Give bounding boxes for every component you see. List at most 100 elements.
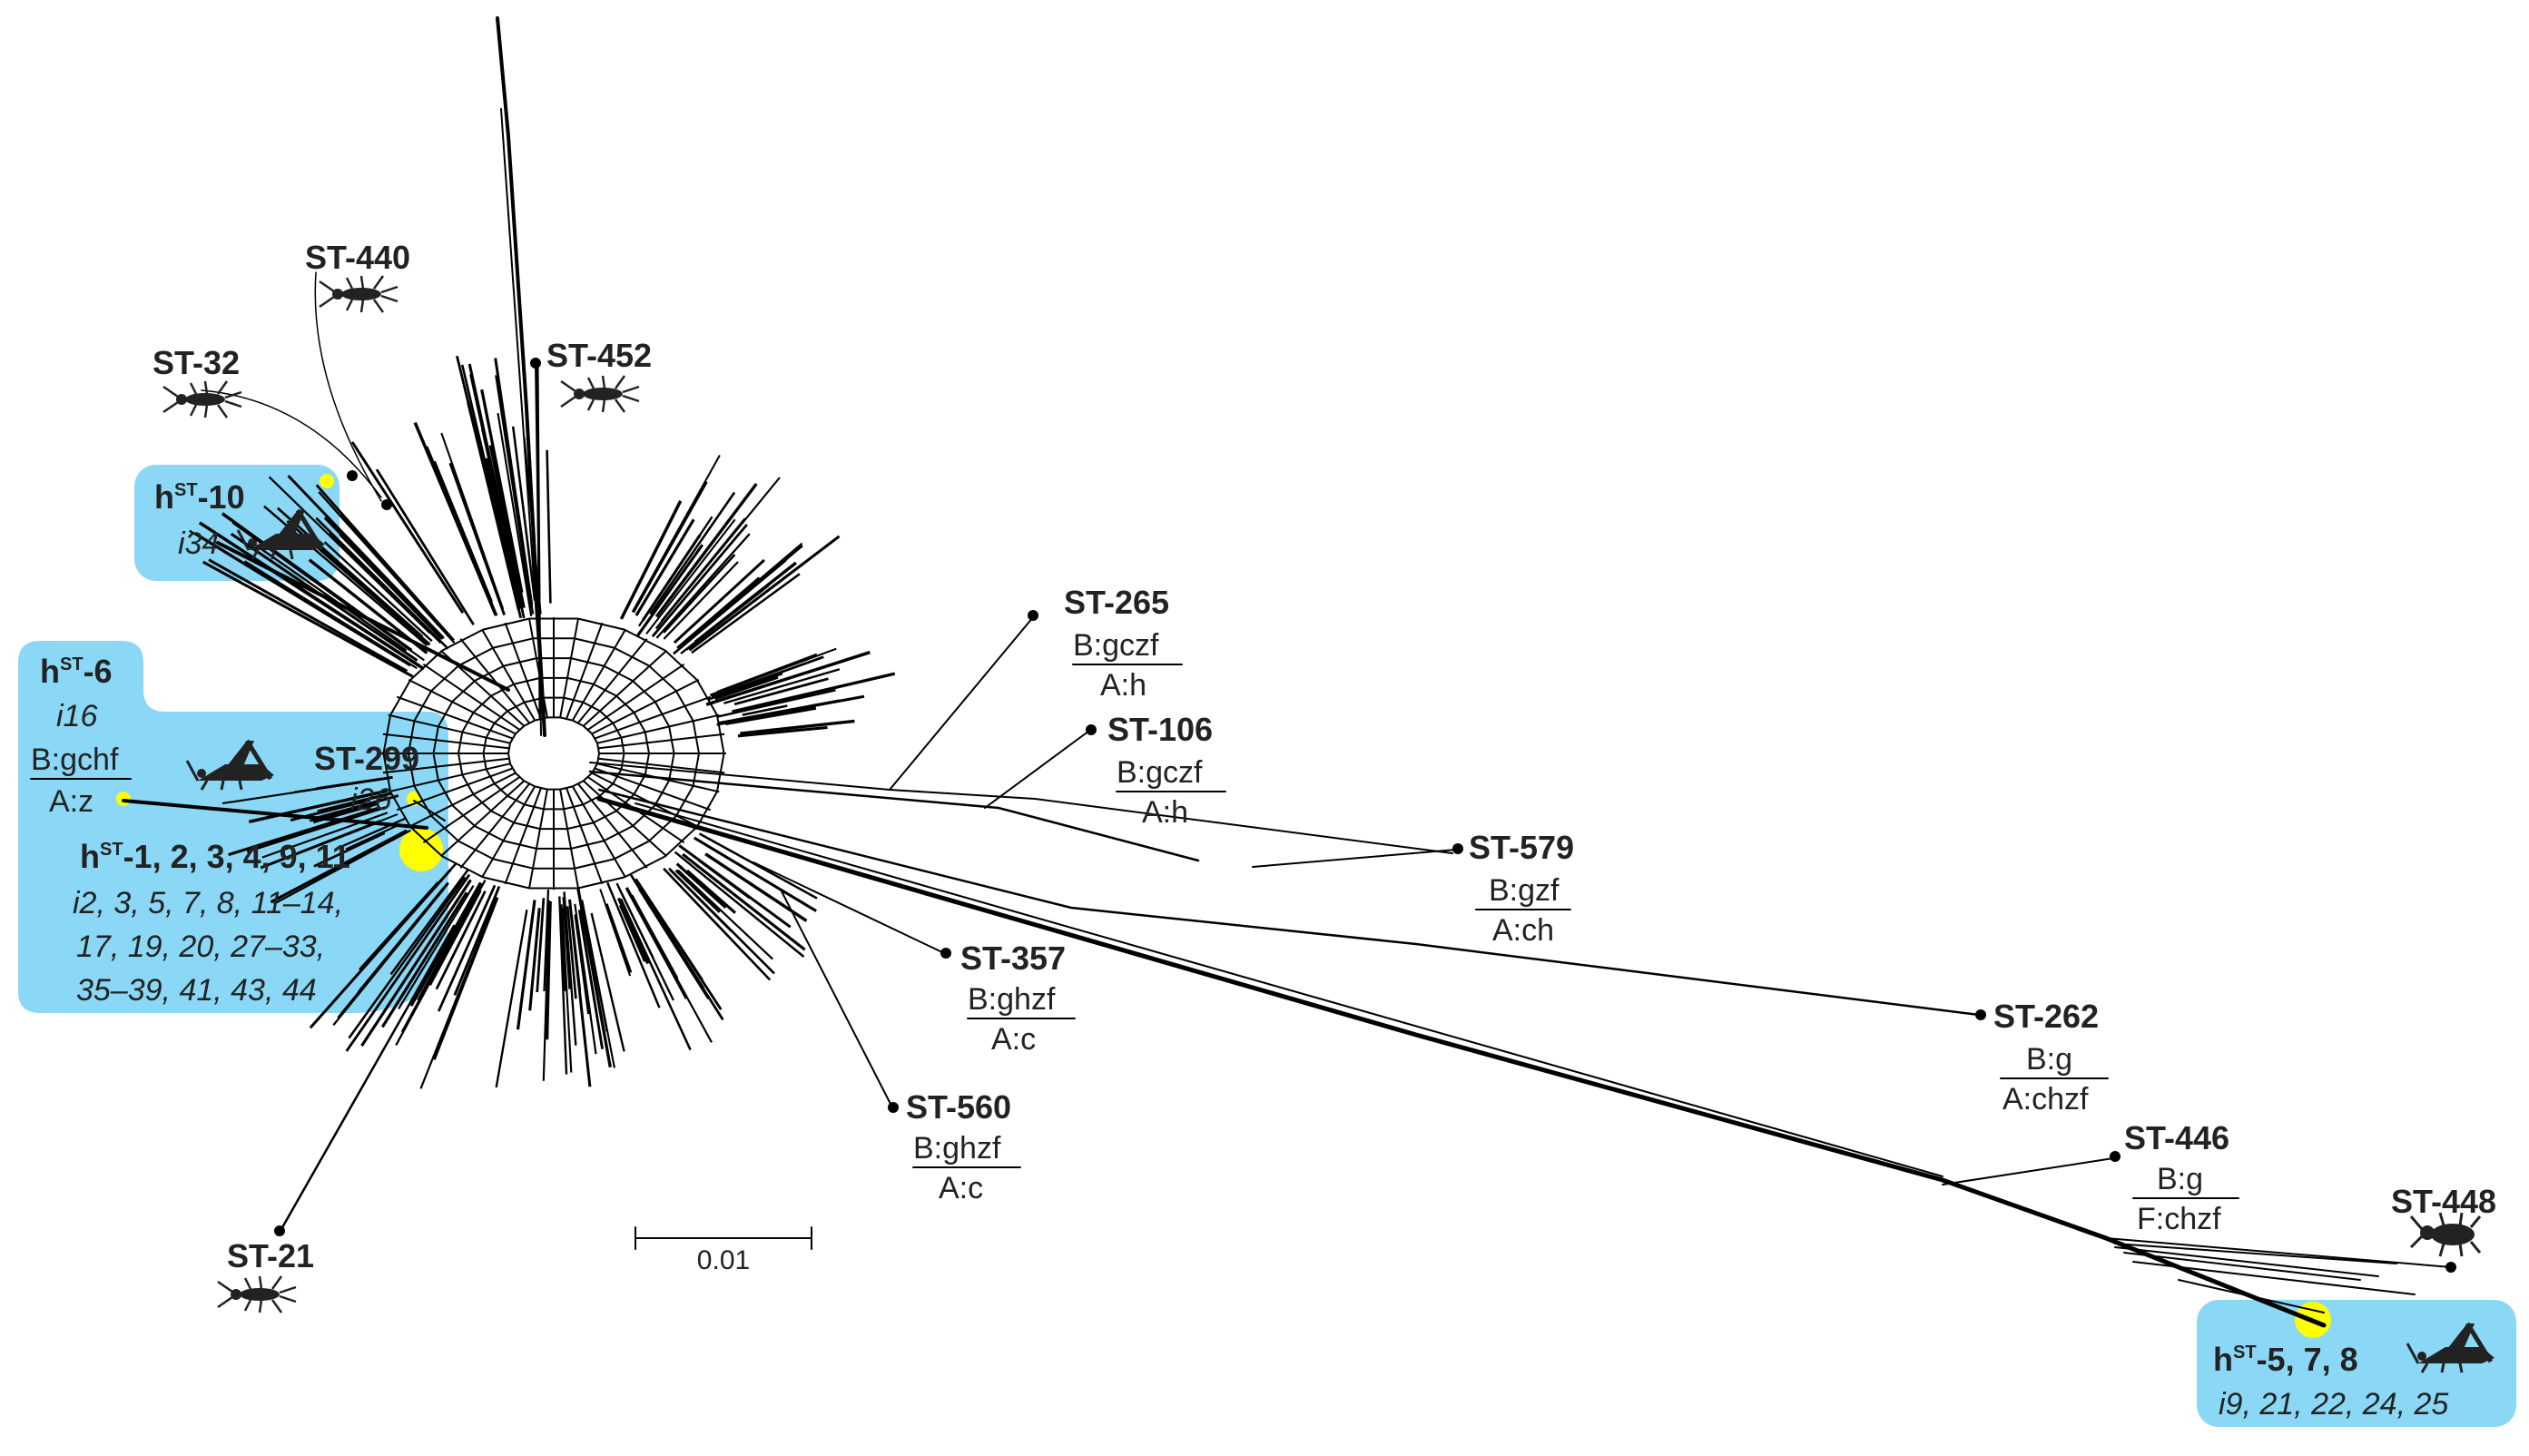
marker-h1 — [399, 828, 443, 871]
label-h6-a: A:z — [49, 784, 93, 819]
network-split-edge — [433, 460, 493, 603]
network-split-edge — [572, 780, 585, 788]
network-split-edge — [664, 649, 698, 681]
network-split-edge — [409, 826, 443, 858]
network-split-edge — [453, 885, 501, 996]
highlight-box-h6-h1 — [18, 641, 448, 1013]
scale-bar: 0.01 — [635, 1226, 812, 1275]
network-split-edge — [577, 638, 648, 723]
label-st560-a: A:c — [939, 1171, 983, 1205]
network-split-edge — [388, 762, 511, 793]
network-split-edge — [598, 733, 725, 750]
label-st262-a: A:chzf — [2003, 1082, 2089, 1117]
network-split-edge — [674, 869, 721, 913]
network-split-edge — [660, 517, 746, 623]
network-split-edge — [644, 896, 705, 989]
network-split-edge — [339, 533, 443, 640]
network-split-edge — [268, 476, 431, 634]
network-split-edge — [380, 891, 468, 1028]
highlight-box-h5 — [2197, 1300, 2516, 1427]
network-split-edge — [619, 500, 683, 620]
network-split-edge — [709, 669, 778, 696]
label-st262: ST-262 — [1993, 998, 2099, 1035]
network-split-edge — [723, 668, 841, 704]
network-split-edge — [711, 655, 824, 699]
network-split-edge — [717, 694, 865, 725]
network-split-edge — [408, 772, 517, 828]
label-st106-a: A:h — [1142, 795, 1188, 830]
highlight-markers — [116, 474, 2331, 1338]
network-split-edge — [432, 897, 499, 1060]
pointer-st32 — [201, 389, 382, 498]
label-h1-isolates-2: 17, 19, 20, 27–33, — [76, 930, 325, 964]
network-split-edge — [195, 533, 402, 661]
network-split-edge — [733, 677, 829, 706]
network-split-edge — [382, 733, 509, 750]
network-split-edge — [419, 902, 496, 1089]
network-split-edge — [435, 890, 487, 990]
marker-h6 — [116, 792, 131, 806]
network-split-edge — [583, 725, 593, 735]
network-split-edge — [599, 889, 632, 977]
network-split-edge — [509, 733, 517, 744]
label-h6-isolates: i16 — [56, 699, 97, 733]
network-split-edge — [543, 890, 550, 992]
network-split-edge — [353, 861, 458, 979]
label-st579: ST-579 — [1469, 829, 1574, 866]
network-split-edge — [663, 554, 736, 634]
edge-st448 — [2105, 1237, 2452, 1268]
network-split-edge — [732, 672, 896, 713]
network-split-edge — [481, 785, 536, 878]
network-split-edge — [663, 561, 739, 640]
network-split-edge — [673, 558, 765, 644]
network-split-edge — [422, 663, 520, 731]
network-split-edge — [577, 910, 605, 1049]
network-split-edge — [581, 900, 615, 1068]
network-split-edge — [456, 355, 523, 619]
node-st560 — [888, 1102, 899, 1113]
network-split-edge — [398, 885, 475, 1009]
network-split-edge — [509, 762, 517, 774]
network-split-edge — [511, 426, 536, 601]
network-split-edge — [663, 867, 772, 981]
network-split-edge — [388, 713, 511, 744]
network-split-edge — [255, 544, 408, 652]
network-split-edge — [574, 914, 591, 1015]
network-split-edge — [742, 704, 788, 716]
node-st446 — [2110, 1151, 2121, 1162]
label-h6: hST-6 — [40, 653, 113, 690]
network-split-edge — [655, 533, 751, 639]
marker-h10 — [320, 474, 334, 488]
label-st579-b: B:gzf — [1489, 873, 1560, 908]
label-st357: ST-357 — [960, 940, 1066, 977]
network-split-edge — [408, 679, 517, 735]
network-split-edge — [437, 884, 497, 1012]
network-split-edge — [725, 706, 817, 725]
network-split-edge — [677, 869, 773, 960]
network-split-edge — [606, 881, 661, 1008]
network-split-edge — [566, 622, 604, 719]
network-split-edge — [287, 475, 445, 640]
label-h6-b: B:gchf — [31, 743, 119, 777]
network-split-edge — [523, 780, 536, 788]
network-split-edge — [616, 897, 650, 965]
network-split-edge — [545, 900, 552, 1040]
network-split-edge — [396, 695, 513, 740]
network-split-edge — [649, 491, 736, 615]
network-split-edge — [516, 900, 536, 1030]
network-split-edge — [277, 507, 424, 638]
network-split-edge — [577, 783, 648, 869]
network-split-edge — [459, 638, 530, 723]
node-st448 — [2445, 1262, 2456, 1273]
label-st265-a: A:h — [1100, 668, 1146, 703]
network-split-edge — [515, 725, 525, 735]
network-split-edge — [440, 432, 505, 610]
edge-st579 — [1252, 849, 1457, 868]
network-split-edge — [546, 449, 552, 604]
label-h5-isolates: i9, 21, 22, 24, 25 — [2219, 1387, 2448, 1422]
network-split-edge — [428, 890, 482, 986]
network-split-edge — [708, 672, 783, 701]
network-split-edge — [460, 364, 517, 595]
network-split-edge — [635, 518, 695, 616]
label-h1-isolates-1: i2, 3, 5, 7, 8, 11–14, — [73, 886, 343, 920]
